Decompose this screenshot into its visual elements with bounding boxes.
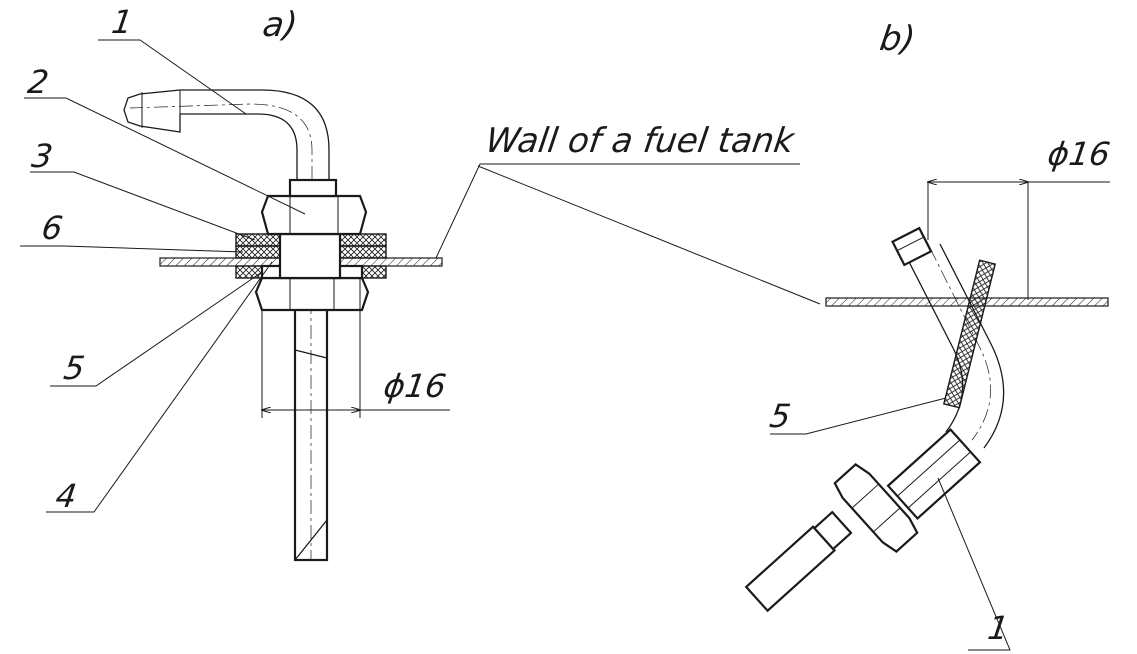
tank-wall-b bbox=[825, 297, 1109, 307]
view-b-label: b) bbox=[877, 19, 918, 59]
elbow-fitting-a bbox=[123, 89, 338, 198]
gasket-b bbox=[943, 259, 997, 409]
view-a-label: a) bbox=[260, 5, 300, 45]
view-a-assembly bbox=[20, 39, 800, 562]
tube-a bbox=[293, 300, 329, 562]
nut-top-a bbox=[260, 194, 368, 236]
leaders-a bbox=[20, 39, 306, 513]
tank-wall-label: Wall of a fuel tank bbox=[483, 121, 797, 161]
leader-b-1 bbox=[937, 477, 1011, 651]
elbow-fitting-b bbox=[891, 226, 1005, 449]
nut-b bbox=[833, 463, 919, 553]
nut-bottom-a bbox=[254, 276, 370, 312]
dimension-a-label: ϕ16 bbox=[381, 367, 449, 405]
leader-b-5 bbox=[770, 397, 947, 435]
hex-sleeve-b bbox=[886, 427, 982, 521]
threaded-end-b bbox=[744, 510, 853, 613]
view-b-assembly bbox=[477, 165, 1110, 651]
dimension-b bbox=[928, 182, 1110, 300]
wall-leader-a bbox=[435, 163, 800, 259]
dimension-a bbox=[262, 278, 450, 418]
dimension-b-label: ϕ16 bbox=[1045, 135, 1113, 173]
wall-leader-b bbox=[477, 165, 821, 305]
